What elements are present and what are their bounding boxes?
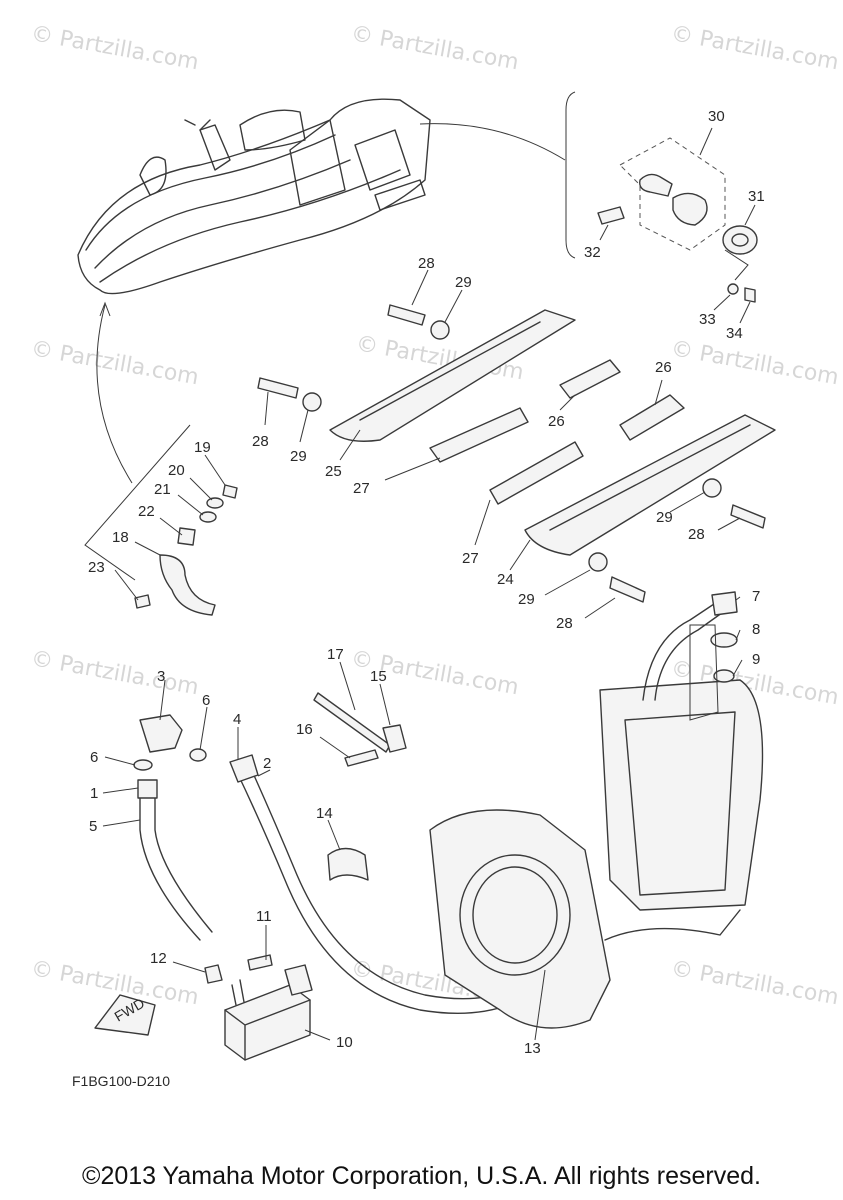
callout-19: 19 [194, 439, 211, 456]
callout-4: 4 [233, 711, 241, 728]
watermark: © Partzilla.com [669, 21, 841, 75]
callout-29c: 29 [656, 509, 673, 526]
callout-23: 23 [88, 559, 105, 576]
callout-29b: 29 [290, 448, 307, 465]
callout-28a: 28 [418, 255, 435, 272]
watermark: © Partzilla.com [669, 956, 841, 1010]
callout-5: 5 [89, 818, 97, 835]
callout-24: 24 [497, 571, 514, 588]
callout-16: 16 [296, 721, 313, 738]
callout-15: 15 [370, 668, 387, 685]
callout-1: 1 [90, 785, 98, 802]
callout-12: 12 [150, 950, 167, 967]
callout-29a: 29 [455, 274, 472, 291]
callout-20: 20 [168, 462, 185, 479]
callout-31: 31 [748, 188, 765, 205]
callout-27b: 27 [462, 550, 479, 567]
callout-29d: 29 [518, 591, 535, 608]
arrowhead [99, 301, 111, 317]
watermark: © Partzilla.com [349, 21, 521, 75]
callout-27a: 27 [353, 480, 370, 497]
callout-3: 3 [157, 668, 165, 685]
callout-30: 30 [708, 108, 725, 125]
copyright-notice: ©2013 Yamaha Motor Corporation, U.S.A. A… [82, 1162, 761, 1190]
craft-to-detail-arrow [419, 123, 566, 161]
watercraft-illustration [77, 98, 431, 295]
callout-17: 17 [327, 646, 344, 663]
misc-parts [204, 692, 407, 984]
callout-13: 13 [524, 1040, 541, 1057]
watermark: © Partzilla.com [29, 646, 201, 700]
callout-7: 7 [752, 588, 760, 605]
callout-26a: 26 [655, 359, 672, 376]
fwd-arrow: FWD [94, 994, 156, 1036]
callout-2: 2 [263, 755, 271, 772]
callout-11: 11 [256, 908, 272, 925]
callout-26b: 26 [548, 413, 565, 430]
callout-25: 25 [325, 463, 342, 480]
lever-group [84, 424, 238, 616]
callout-8: 8 [752, 621, 760, 638]
callouts: 1 2 3 4 5 6 6 7 8 9 10 11 12 13 14 15 16… [88, 108, 765, 1057]
sponson-assembly [257, 304, 776, 603]
leader-lines [102, 127, 756, 1041]
callout-22: 22 [138, 503, 155, 520]
callout-28c: 28 [688, 526, 705, 543]
callout-6a: 6 [202, 692, 210, 709]
watermark: © Partzilla.com [29, 21, 201, 75]
callout-14: 14 [316, 805, 333, 822]
craft-to-bracket-arrow [96, 304, 133, 484]
callout-28b: 28 [252, 433, 269, 450]
hose-group [133, 714, 521, 1015]
watermark: © Partzilla.com [669, 336, 841, 390]
callout-28d: 28 [556, 615, 573, 632]
callout-9: 9 [752, 651, 760, 668]
diagram-code: F1BG100-D210 [72, 1073, 170, 1089]
watermark: © Partzilla.com [29, 336, 201, 390]
jet-pump [429, 591, 764, 1029]
callout-21: 21 [154, 481, 171, 498]
callout-18: 18 [112, 529, 129, 546]
callout-10: 10 [336, 1034, 353, 1051]
drain-plug-group [565, 91, 758, 303]
control-box [224, 964, 313, 1061]
callout-6b: 6 [90, 749, 98, 766]
callout-33: 33 [699, 311, 716, 328]
callout-32: 32 [584, 244, 601, 261]
callout-34: 34 [726, 325, 743, 342]
